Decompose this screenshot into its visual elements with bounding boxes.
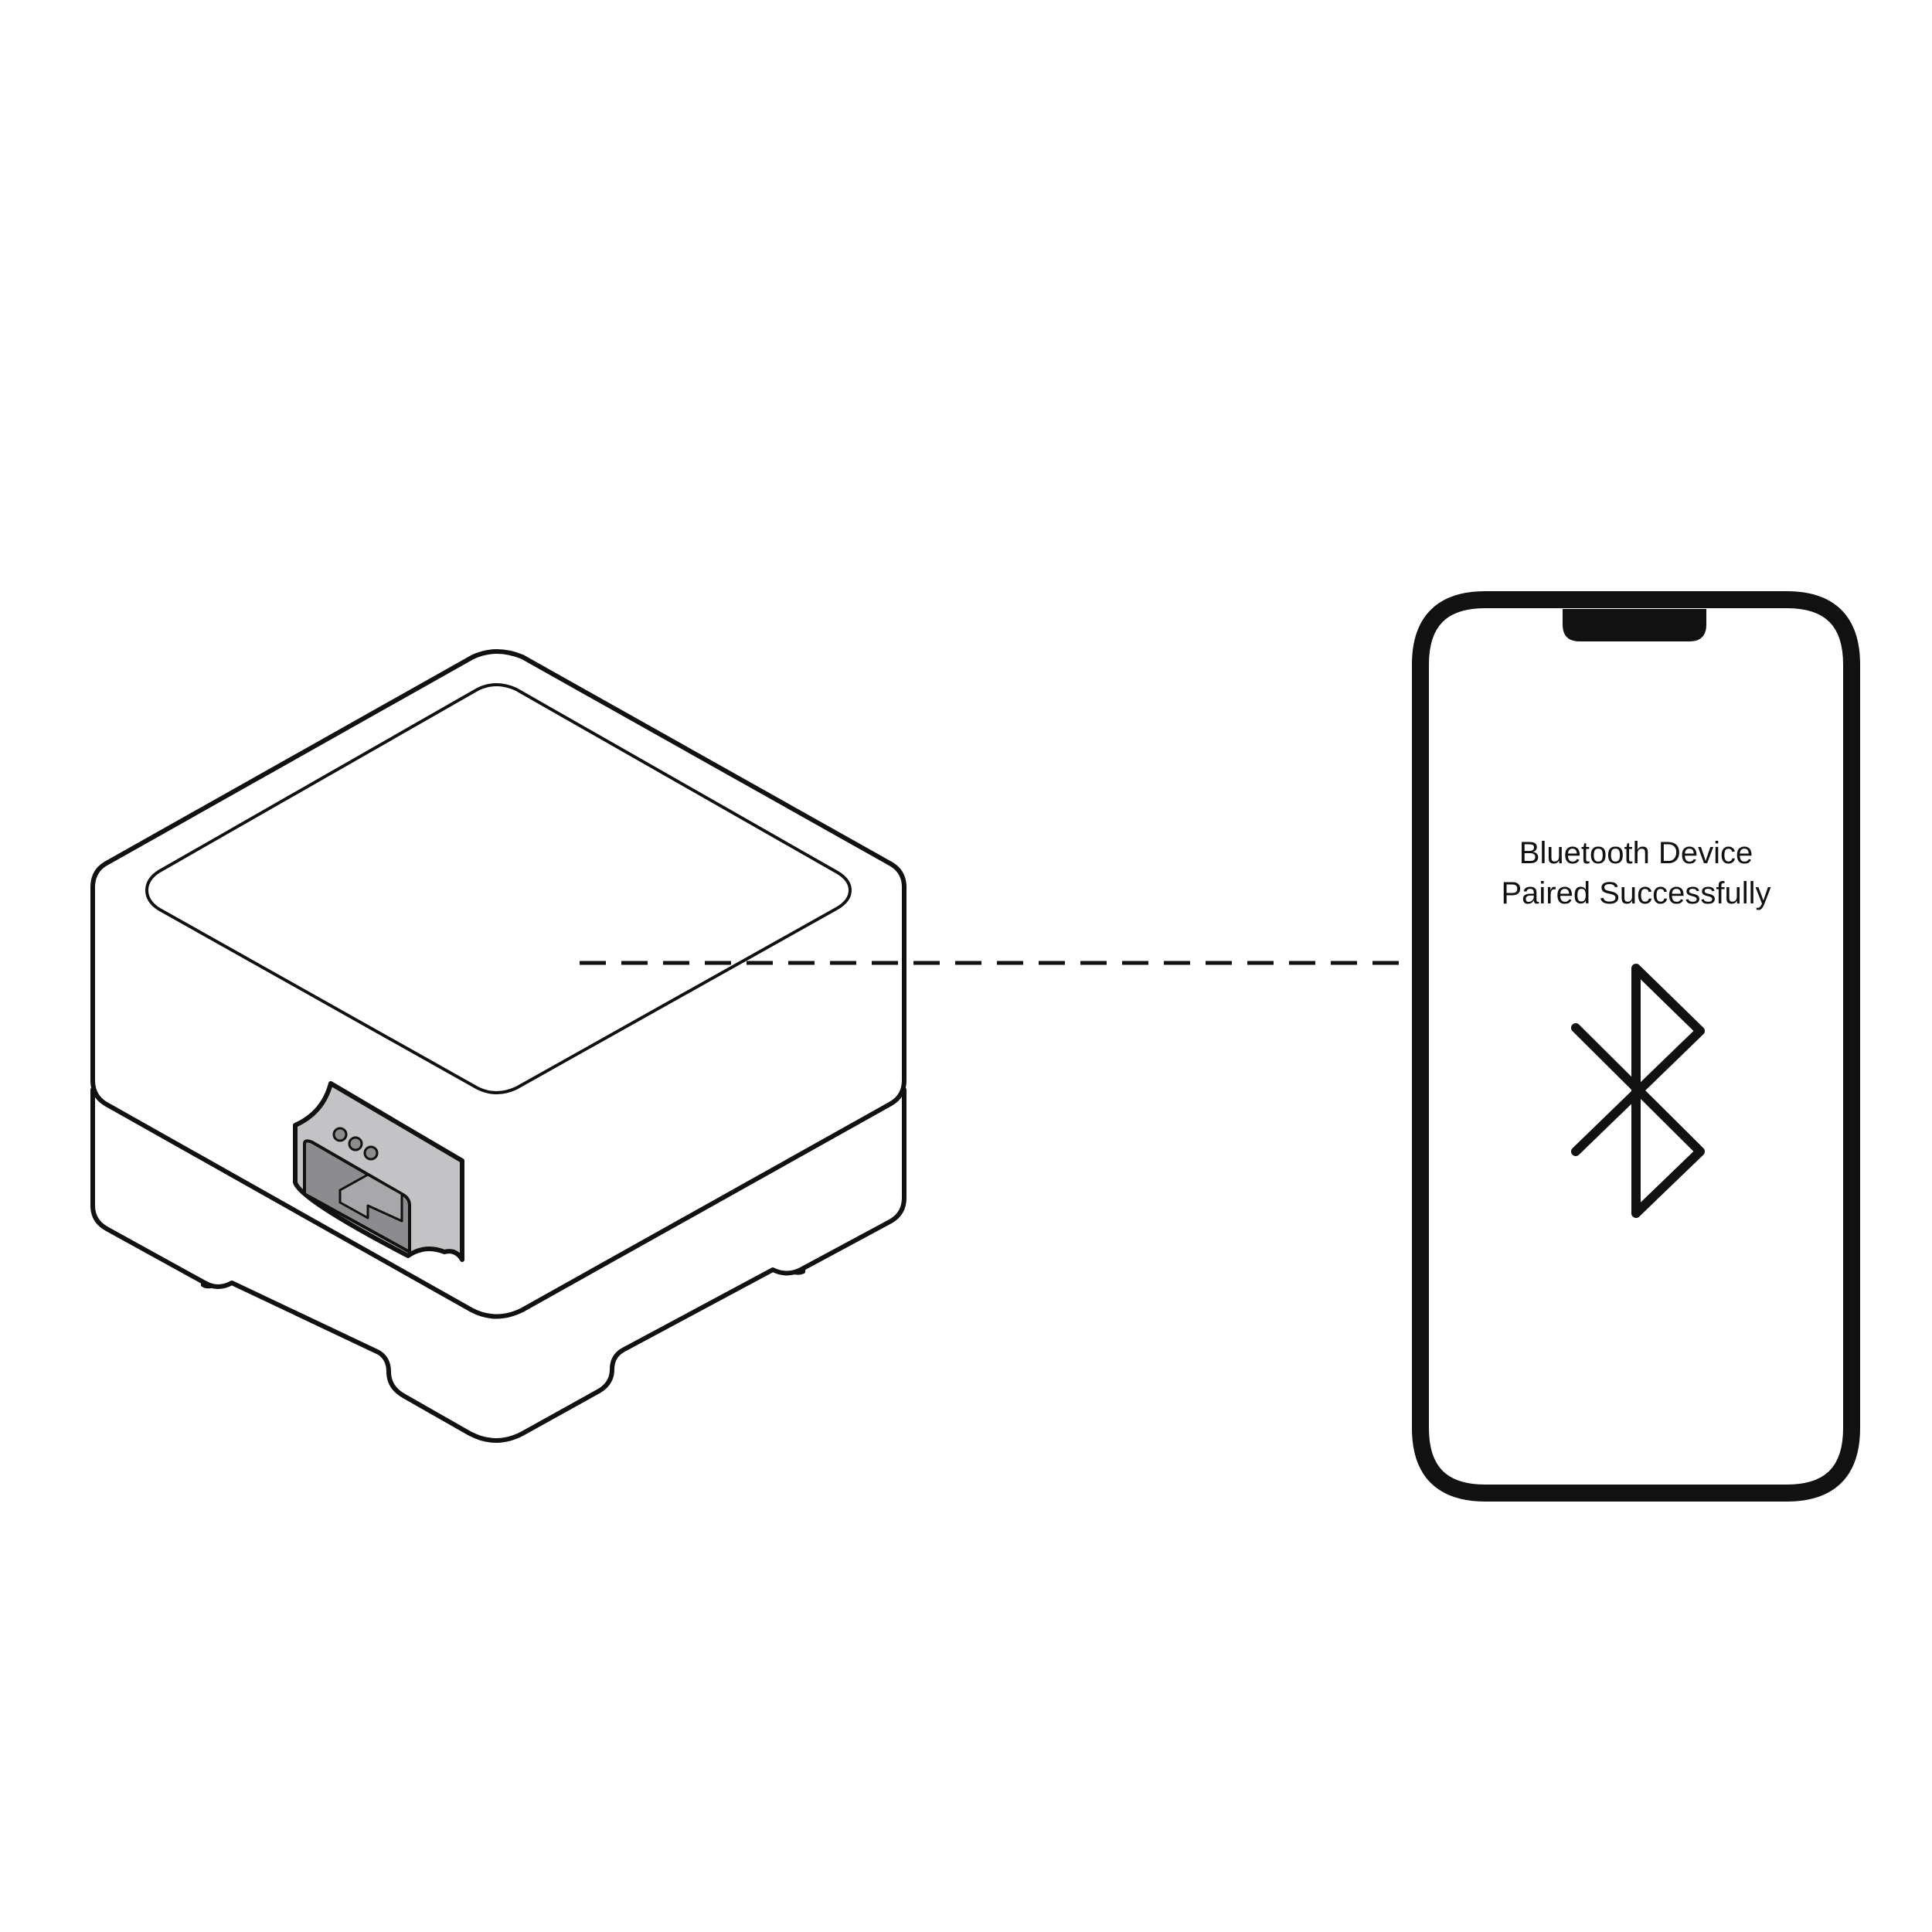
smartphone: Bluetooth Device Paired Successfully [1412, 591, 1860, 1502]
hub-top-panel [145, 683, 852, 1094]
status-led-2 [348, 1136, 363, 1151]
bluetooth-icon [1571, 964, 1705, 1218]
ethernet-port-icon [293, 1081, 464, 1262]
port-jack [338, 1173, 403, 1223]
pairing-message-line2: Paired Successfully [1501, 876, 1770, 910]
status-led-1 [332, 1127, 348, 1142]
pairing-message-line1: Bluetooth Device [1519, 836, 1753, 870]
phone-notch [1563, 609, 1706, 641]
port-panel [293, 1081, 464, 1262]
status-led-3 [363, 1145, 379, 1161]
hub-device [90, 649, 906, 1443]
